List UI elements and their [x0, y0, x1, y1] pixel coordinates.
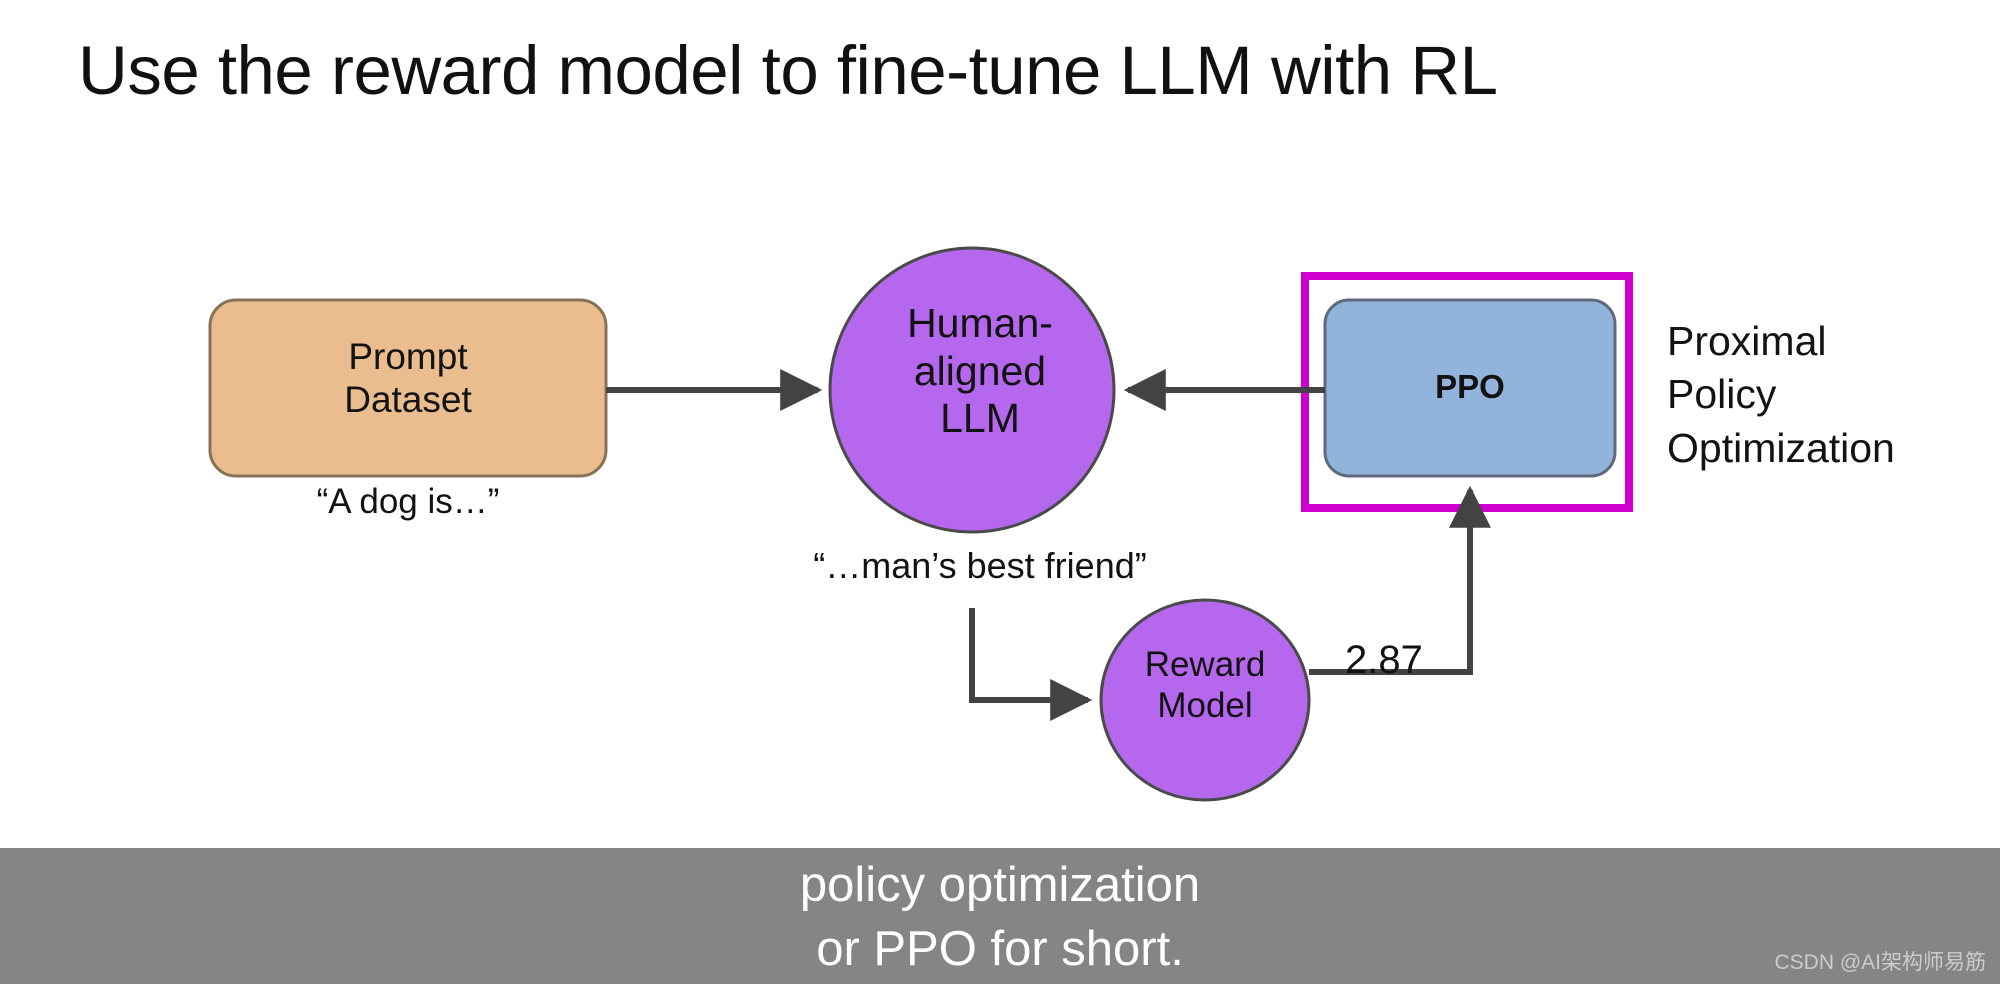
- ppo-expansion-line-1: Proximal: [1667, 318, 1827, 364]
- node-human-aligned-llm: [828, 246, 1116, 534]
- subtitle-line-2: or PPO for short.: [816, 921, 1184, 976]
- node-ppo: [1323, 298, 1617, 478]
- subtitle-bar: policy optimization or PPO for short. CS…: [0, 848, 2000, 984]
- node-prompt-dataset: [208, 298, 608, 478]
- llm-output-caption: “…man’s best friend”: [813, 545, 1147, 586]
- subtitle-line-1: policy optimization: [799, 858, 1201, 912]
- ppo-expansion-text: Proximal Policy Optimization: [1667, 315, 1895, 475]
- reward-score-label: 2.87: [1345, 638, 1423, 682]
- page-title: Use the reward model to fine-tune LLM wi…: [78, 32, 1498, 109]
- ppo-expansion-line-3: Optimization: [1667, 424, 1895, 471]
- node-reward-model: [1099, 598, 1311, 802]
- prompt-dataset-caption: “A dog is…”: [316, 482, 500, 521]
- edge-llm-to-reward: [969, 608, 1093, 721]
- edge-reward-to-ppo: [1309, 485, 1491, 675]
- ppo-expansion-line-2: Policy: [1667, 371, 1777, 418]
- watermark-text: CSDN @AI架构师易筋: [1774, 951, 1987, 974]
- subtitle-text: policy optimization or PPO for short.: [0, 854, 2000, 981]
